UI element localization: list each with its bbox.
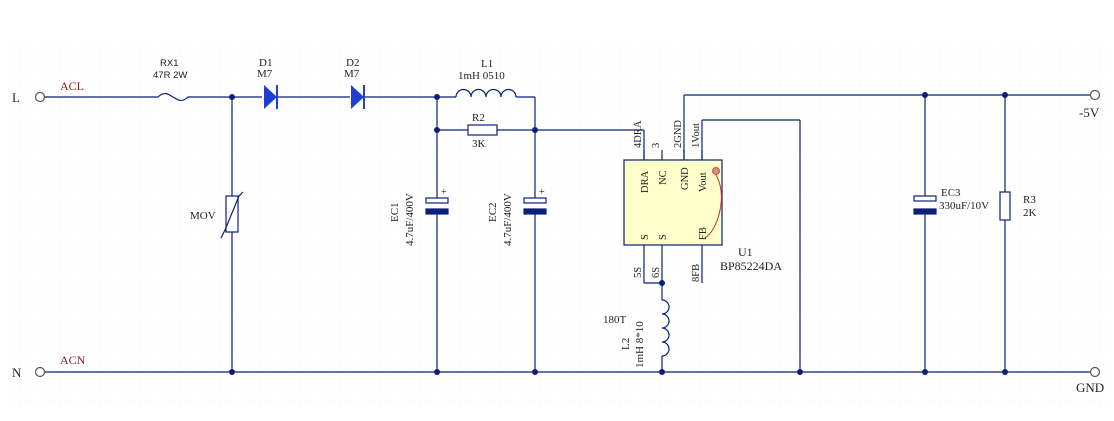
u1-pin-2gnd: 2GND [673, 120, 684, 148]
net-label-acn: ACN [60, 353, 86, 367]
r2-value: 3K [472, 138, 486, 150]
u1-pin-1vout: 1Vout [691, 123, 702, 148]
junctions [229, 92, 1008, 375]
diode-d1: D1 M7 [257, 57, 278, 109]
ec3-value: 330uF/10V [939, 200, 989, 212]
resistor-r3: R3 2K [999, 191, 1037, 221]
l2-value: 1mH 8*10 [634, 321, 646, 368]
d2-ref: D2 [346, 57, 359, 69]
u1-value: BP85224DA [720, 259, 782, 273]
port-gnd-label: GND [1076, 380, 1104, 395]
ec3-plus: + [913, 208, 919, 219]
r2-ref: R2 [472, 112, 485, 124]
varistor-mov: MOV [190, 191, 244, 239]
l2-note: 180T [603, 314, 627, 326]
port-n: N [12, 365, 46, 380]
fuse-rx1: RX1 47R 2W [150, 58, 196, 101]
r3-ref: R3 [1023, 194, 1036, 206]
mov-ref: MOV [190, 210, 216, 222]
u1-pin-3: 3 [651, 143, 662, 148]
u1-inner-fb: FB [698, 227, 709, 240]
rx1-ref: RX1 [160, 58, 178, 69]
u1-pin-4dra: 4DRA [633, 120, 644, 148]
ec1-plus: + [441, 187, 447, 198]
u1-inner-gnd: GND [680, 167, 691, 190]
capacitor-ec1: + EC1 4.7uF/400V [389, 187, 449, 246]
d1-ref: D1 [259, 57, 272, 69]
u1-inner-s2: S [658, 234, 669, 240]
u1-inner-dra: DRA [640, 170, 651, 193]
capacitor-ec2: + EC2 4.7uF/400V [487, 187, 547, 246]
u1-inner-s1: S [640, 234, 651, 240]
grid-background [10, 45, 1110, 407]
ec2-plus: + [539, 187, 545, 198]
port-gnd: GND [1076, 366, 1104, 395]
port-out-neg: -5V [1079, 89, 1101, 120]
ec2-ref: EC2 [487, 202, 499, 222]
rx1-value: 47R 2W [153, 70, 187, 81]
inductor-l1: L1 1mH 0510 [455, 58, 517, 98]
r3-value: 2K [1023, 207, 1037, 219]
port-out-neg-label: -5V [1079, 105, 1100, 120]
l1-ref: L1 [481, 58, 493, 70]
inductor-l2: 180T L2 1mH 8*10 [603, 299, 670, 368]
net-label-acl: ACL [60, 79, 84, 93]
ec1-value: 4.7uF/400V [404, 193, 416, 246]
ec3-ref: EC3 [941, 187, 961, 199]
u1-pin-8fb: 8FB [691, 264, 702, 282]
u1-inner-nc: NC [658, 170, 669, 185]
ec1-ref: EC1 [389, 202, 401, 222]
l2-ref: L2 [620, 338, 632, 350]
l1-value: 1mH 0510 [458, 70, 505, 82]
port-n-label: N [12, 365, 22, 380]
ec2-value: 4.7uF/400V [502, 193, 514, 246]
diode-d2: D2 M7 [344, 57, 365, 109]
capacitor-ec3: + EC3 330uF/10V [913, 187, 989, 219]
d2-value: M7 [344, 68, 360, 80]
d1-value: M7 [257, 68, 273, 80]
port-l-label: L [12, 90, 20, 105]
port-l: L [12, 90, 46, 105]
u1-inner-vout: Vout [698, 172, 709, 192]
ic-u1: 4DRA 3 2GND 1Vout DRA NC GND Vout S S FB… [623, 120, 782, 282]
u1-ref: U1 [738, 245, 753, 259]
resistor-r2: R2 3K [467, 112, 498, 150]
u1-pin-5s: 5S [633, 267, 644, 278]
u1-pin-6s: 6S [651, 267, 662, 278]
